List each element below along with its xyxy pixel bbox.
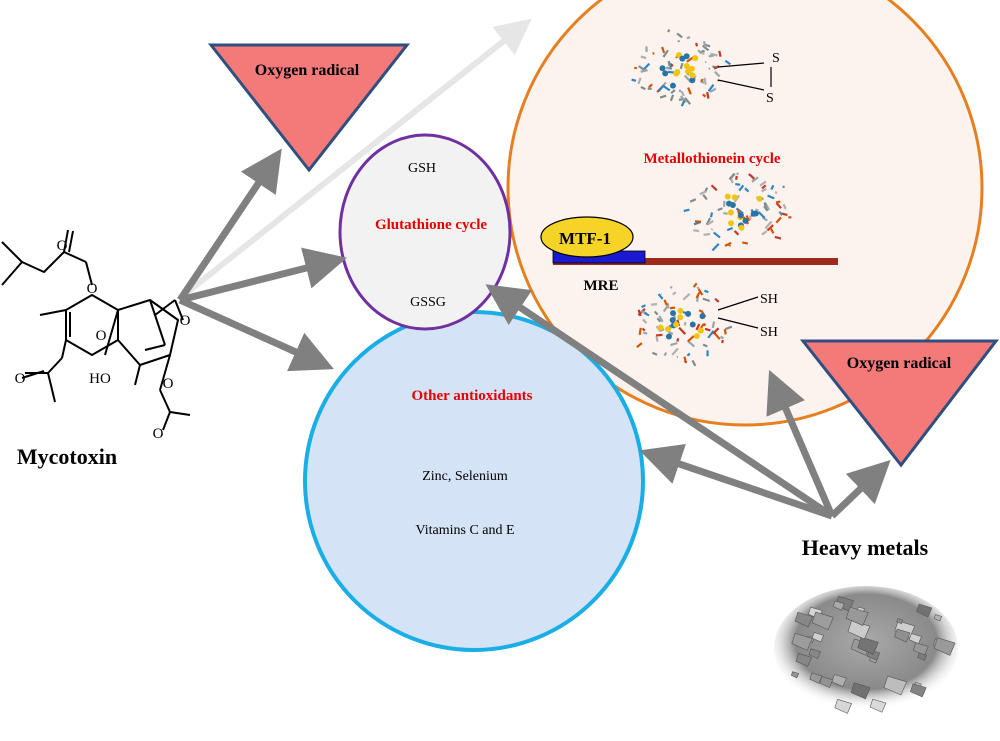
molecule-oxygen-3: O	[96, 328, 107, 344]
mycotoxin-arrows	[180, 163, 330, 362]
oxygen-radical-top-label: Oxygen radical	[255, 62, 360, 79]
arrow-metals-to-other-antioxidants	[656, 456, 832, 516]
antioxidant-item-zinc-selenium: Zinc, Selenium	[422, 469, 508, 484]
other-antioxidants-title: Other antioxidants	[412, 388, 533, 404]
metallothionein-cycle-title: Metallothionein cycle	[643, 151, 780, 167]
arrow-mycotoxin-to-other-antioxidants	[180, 300, 318, 362]
heavy-metals-label: Heavy metals	[802, 535, 929, 560]
gsh-label: GSH	[408, 161, 436, 176]
molecule-oxygen-7: O	[153, 426, 164, 442]
mtf-1-label: MTF-1	[559, 229, 611, 248]
molecule-hydroxyl: HO	[89, 371, 111, 387]
metal-ore-pile	[774, 586, 958, 713]
thiol-label-bottom: SH	[760, 325, 778, 340]
oxygen-radical-right-label: Oxygen radical	[847, 355, 952, 372]
molecule-oxygen-2: O	[87, 281, 98, 297]
molecule-oxygen-4: O	[180, 313, 191, 329]
mycotoxin-label: Mycotoxin	[17, 444, 117, 469]
antioxidant-item-vitamins: Vitamins C and E	[415, 523, 514, 538]
mre-label: MRE	[584, 278, 619, 294]
molecule-oxygen-6: O	[163, 376, 174, 392]
glutathione-cycle-title: Glutathione cycle	[375, 217, 487, 233]
sulfur-label-top: S	[772, 51, 780, 66]
thiol-label-top: SH	[760, 292, 778, 307]
molecule-oxygen-5: O	[15, 371, 26, 387]
gssg-label: GSSG	[410, 295, 446, 310]
sulfur-label-bottom: S	[766, 91, 774, 106]
molecule-oxygen-1: O	[57, 238, 68, 254]
arrow-metals-to-oxygen-radical	[832, 472, 878, 516]
